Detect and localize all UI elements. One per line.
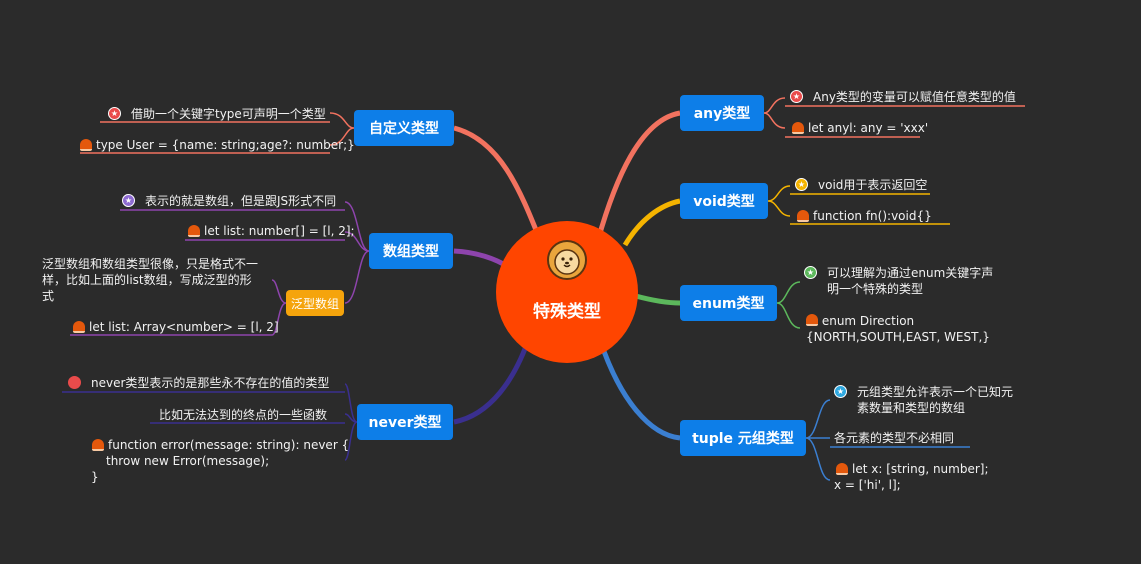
list-item: type User = {name: string;age?: number;} — [80, 137, 355, 153]
list-item: ★ 借助一个关键字type可声明一个类型 — [108, 106, 326, 122]
list-item: let x: [string, number]; — [836, 461, 989, 477]
star-icon: ★ — [834, 385, 847, 398]
bell-icon — [73, 321, 85, 333]
red-dot-icon — [68, 376, 81, 389]
star-icon: ★ — [108, 107, 121, 120]
list-item: ★ 表示的就是数组，但是跟JS形式不同 — [122, 193, 336, 209]
bell-icon — [92, 439, 104, 451]
bell-icon — [188, 225, 200, 237]
list-item: throw new Error(message); — [106, 454, 270, 468]
bell-icon — [797, 210, 809, 222]
list-item: let list: Array<number> = [l, 2] — [73, 319, 279, 335]
list-item: } — [91, 470, 99, 484]
link-any — [595, 110, 681, 241]
branch-enum-type[interactable]: enum类型 — [680, 285, 777, 321]
list-item: function fn():void{} — [797, 208, 932, 224]
link-tuple — [597, 339, 681, 441]
root-title: 特殊类型 — [533, 302, 601, 322]
list-item: function error(message: string): never { — [92, 437, 349, 453]
list-item: 各元素的类型不必相同 — [834, 431, 955, 445]
list-item: 比如无法达到的终点的一些函数 — [159, 408, 328, 422]
link-void — [622, 198, 681, 247]
link-never — [453, 334, 533, 425]
bell-icon — [80, 139, 92, 151]
list-item: ★ void用于表示返回空 — [795, 177, 927, 193]
list-item: never类型表示的是那些永不存在的值的类型 — [68, 375, 329, 391]
bell-icon — [806, 314, 818, 326]
branch-any-type[interactable]: any类型 — [680, 95, 764, 131]
bell-icon — [836, 463, 848, 475]
star-icon: ★ — [790, 90, 803, 103]
star-icon: ★ — [122, 194, 135, 207]
link-enum — [631, 292, 681, 306]
branch-custom-type[interactable]: 自定义类型 — [354, 110, 454, 146]
root-topic[interactable]: 特殊类型 — [496, 221, 638, 363]
lion-icon — [547, 240, 587, 280]
branch-void-type[interactable]: void类型 — [680, 183, 768, 219]
branch-tuple-type[interactable]: tuple 元组类型 — [680, 420, 806, 456]
list-item: 泛型数组和数组类型很像，只是格式不一样，比如上面的list数组，写成泛型的形式 — [42, 257, 259, 303]
list-item: enum Direction {NORTH,SOUTH,EAST, WEST,} — [806, 314, 990, 344]
list-item: let anyl: any = 'xxx' — [792, 120, 928, 136]
list-item: ★ 可以理解为通过enum关键字声明一个特殊的类型 — [804, 265, 999, 297]
link-custom — [453, 125, 543, 241]
list-item: ★ Any类型的变量可以赋值任意类型的值 — [790, 89, 1016, 105]
list-item: let list: number[] = [l, 2]; — [188, 223, 355, 239]
sub-topic-generic-array[interactable]: 泛型数组 — [286, 290, 344, 316]
branch-array-type[interactable]: 数组类型 — [369, 233, 453, 269]
list-item: x = ['hi', l]; — [834, 478, 901, 492]
branch-never-type[interactable]: never类型 — [357, 404, 453, 440]
star-icon: ★ — [795, 178, 808, 191]
star-icon: ★ — [804, 266, 817, 279]
list-item: ★ 元组类型允许表示一个已知元素数量和类型的数组 — [834, 384, 1013, 416]
bell-icon — [792, 122, 804, 134]
